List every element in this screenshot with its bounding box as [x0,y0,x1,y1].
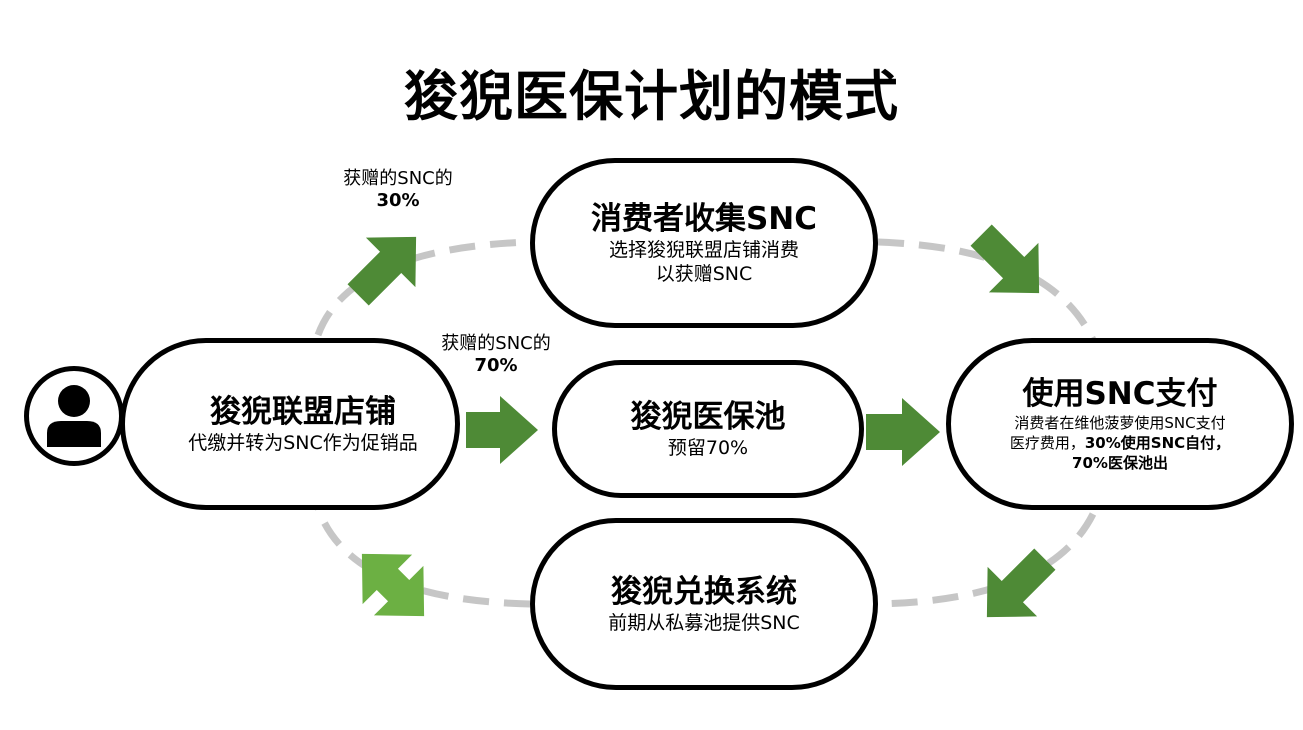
block-arrow-icon-store-to-pool [466,396,538,464]
node-exchange-subtitle: 前期从私募池提供SNC [608,612,800,634]
node-consumer: 消费者收集SNC 选择狻猊联盟店铺消费 以获赠SNC [530,158,878,328]
label-middle-70: 获赠的SNC的 70% [416,333,576,377]
block-arrow-icon-bottom-left [361,553,425,617]
node-store: 狻猊联盟店铺 代缴并转为SNC作为促销品 [120,338,460,510]
node-pay: 使用SNC支付 消费者在维他菠萝使用SNC支付 医疗费用，30%使用SNC自付，… [946,338,1294,510]
dash-exchange-to-store [314,506,531,608]
dash-store-to-consumer [314,238,531,337]
label-top-30: 获赠的SNC的 30% [318,168,478,212]
node-consumer-title: 消费者收集SNC [590,201,818,237]
node-pay-line2-bold: 30%使用SNC自付， [1084,434,1231,452]
user-icon-glyph [47,385,101,447]
node-consumer-line2: 以获赠SNC [655,263,753,285]
user-silhouette-icon [24,366,124,466]
node-pool: 狻猊医保池 预留70% [552,360,864,498]
node-pay-line3: 70%医保池出 [1072,453,1168,473]
node-exchange-title: 狻猊兑换系统 [611,574,797,610]
node-pay-line2: 医疗费用，30%使用SNC自付， [1010,433,1230,453]
node-pay-title: 使用SNC支付 [1022,376,1218,412]
node-pool-subtitle: 预留70% [667,437,749,459]
block-arrow-icon-top-left [347,236,417,306]
node-store-subtitle: 代缴并转为SNC作为促销品 [188,432,418,454]
label-top-text: 获赠的SNC的 [343,168,453,189]
block-arrow-icon-top-right [970,224,1040,294]
label-middle-pct: 70% [474,355,518,376]
block-arrow-icon-pool-to-pay [866,398,940,466]
node-pool-title: 狻猊医保池 [630,399,786,435]
label-top-pct: 30% [376,190,420,211]
node-pay-line1: 消费者在维他菠萝使用SNC支付 [1014,414,1226,432]
dash-pay-to-exchange [877,512,1097,608]
node-pay-line3-bold: 70%医保池出 [1072,454,1168,472]
label-middle-text: 获赠的SNC的 [441,333,551,354]
node-exchange: 狻猊兑换系统 前期从私募池提供SNC [530,518,878,690]
node-store-title: 狻猊联盟店铺 [210,394,396,430]
node-pay-line2-plain: 医疗费用， [1009,434,1085,452]
page-title: 狻猊医保计划的模式 [404,65,899,128]
node-consumer-line1: 选择狻猊联盟店铺消费 [608,239,799,261]
block-arrow-icon-bottom-right [986,548,1056,618]
